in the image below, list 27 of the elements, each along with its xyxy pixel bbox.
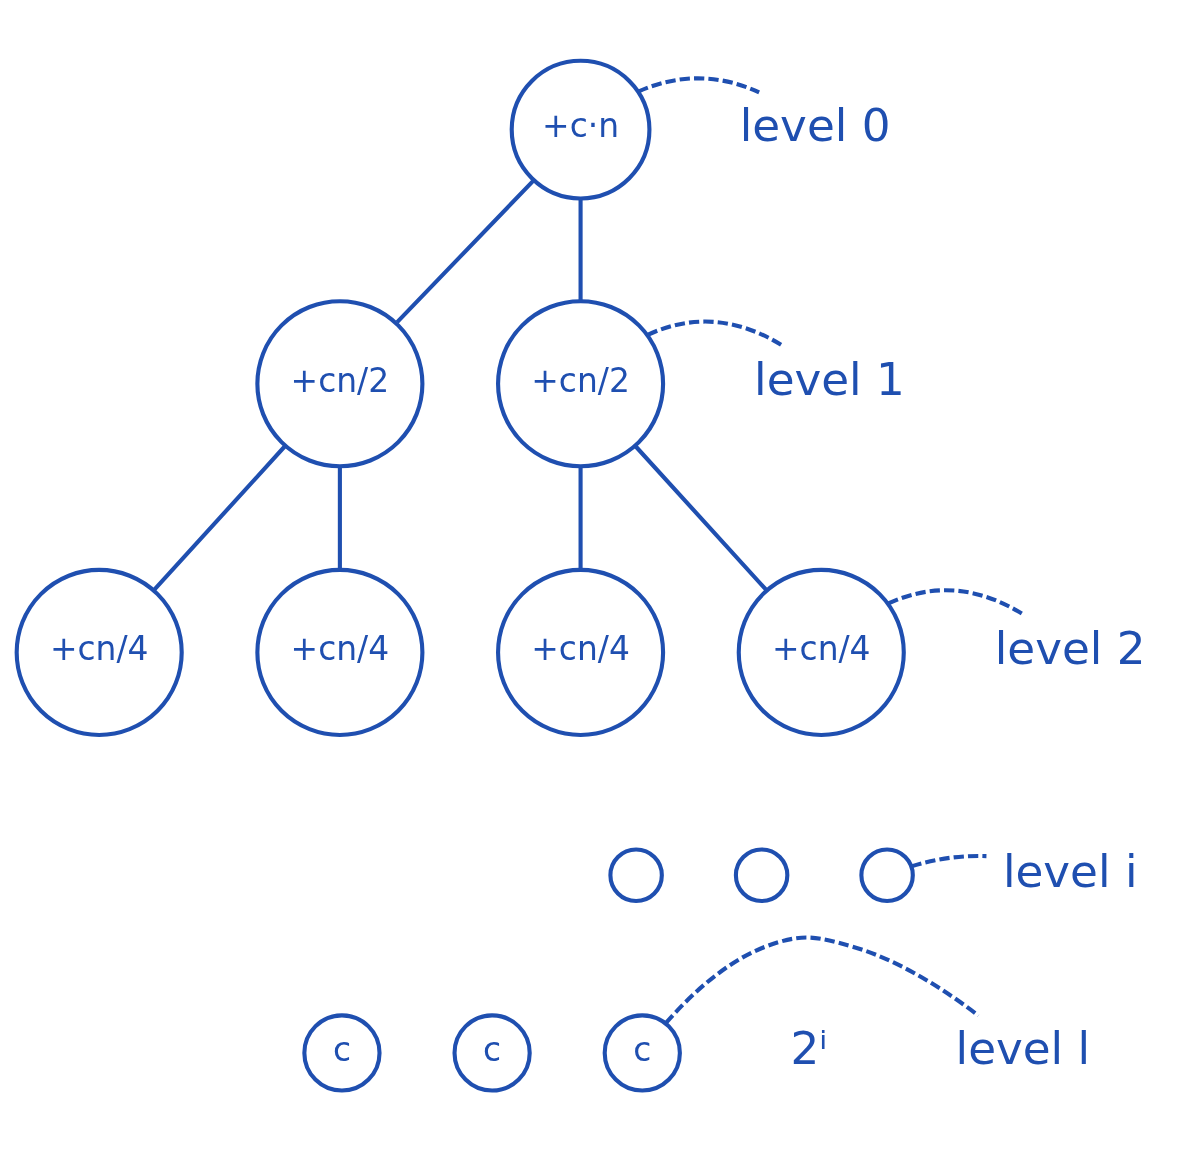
- connector: [634, 445, 768, 592]
- node-text: level 2: [994, 621, 1146, 675]
- node-circle: +cn/2: [496, 299, 666, 469]
- node-circle: +cn/4: [496, 567, 666, 737]
- node-circle: [859, 847, 915, 903]
- node-circle: +cn/2: [255, 299, 425, 469]
- node-text: level l: [955, 1022, 1091, 1076]
- connector: [395, 178, 536, 324]
- node-text: level i: [1002, 844, 1138, 898]
- connector: [578, 198, 583, 301]
- label: 2ⁱ: [790, 1022, 828, 1076]
- node-text: level 1: [754, 353, 905, 407]
- node-text: level 0: [739, 99, 891, 153]
- connector: [910, 853, 987, 869]
- node-circle: +cn/4: [255, 567, 425, 737]
- node-circle: +cn/4: [14, 567, 184, 737]
- connector: [337, 467, 342, 569]
- node-circle: c: [452, 1013, 532, 1093]
- node-circle: [733, 847, 790, 903]
- node-circle: +cn/4: [736, 567, 906, 737]
- connector: [152, 445, 287, 592]
- connector: [637, 76, 760, 95]
- connector: [578, 467, 583, 569]
- node-circle: [608, 847, 664, 903]
- node-circle: c: [602, 1013, 682, 1093]
- node-circle: +c·n: [509, 58, 652, 201]
- node-circle: c: [302, 1013, 382, 1093]
